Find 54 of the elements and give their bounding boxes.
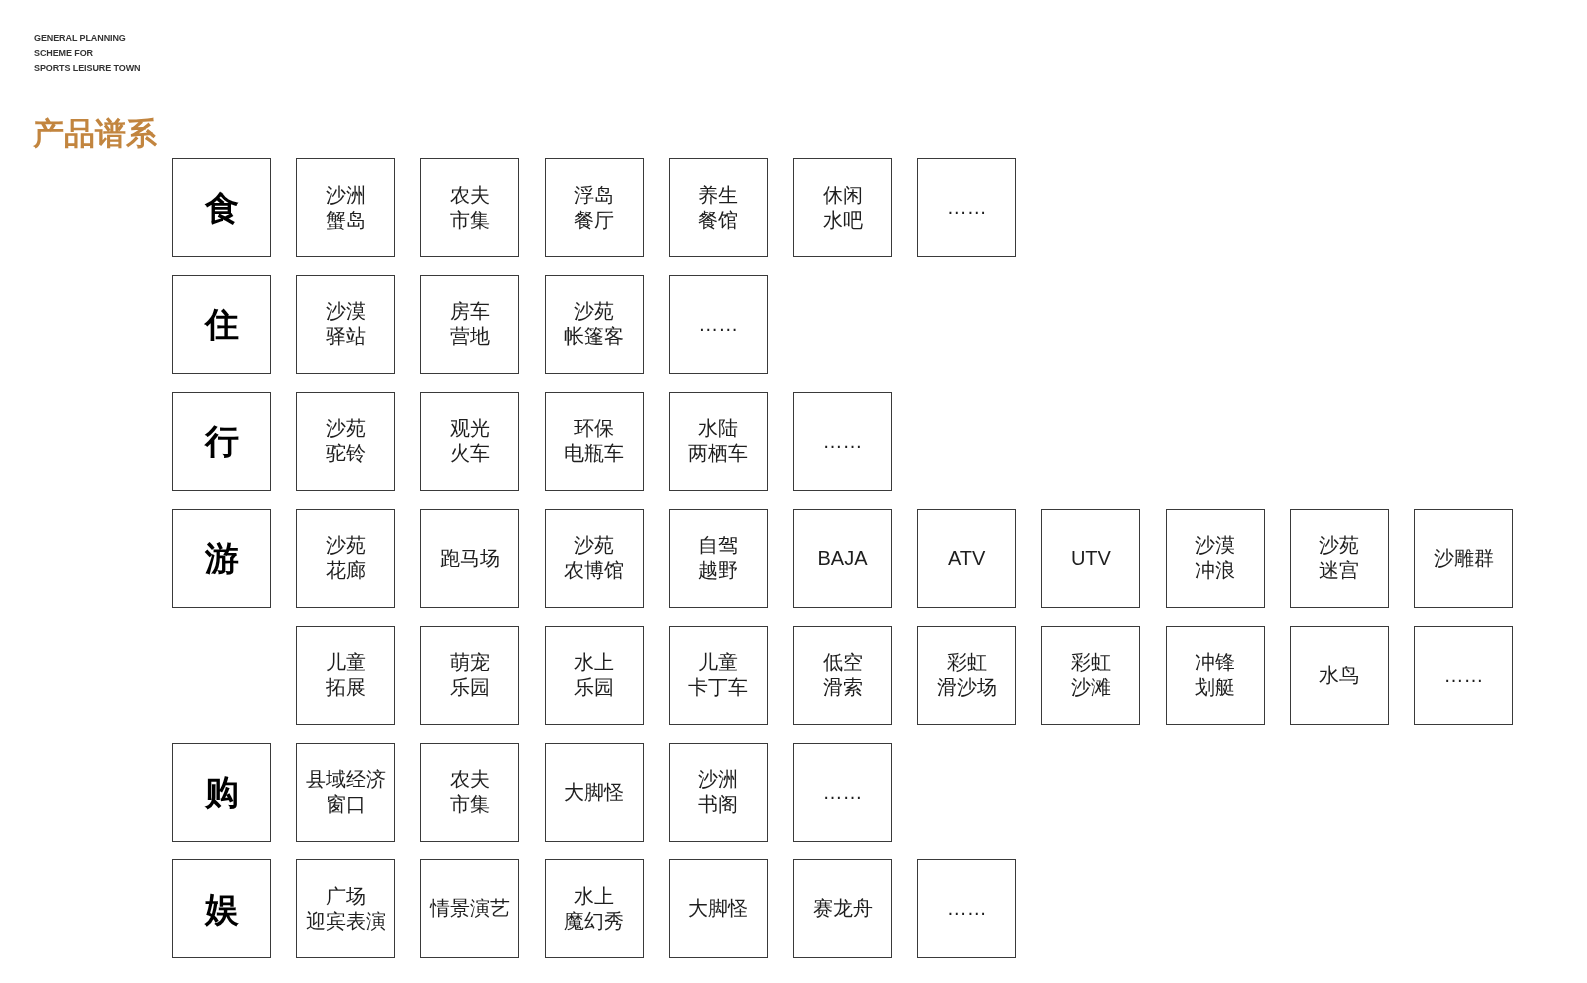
product-box: …… <box>793 742 892 842</box>
product-box: BAJA <box>793 508 892 608</box>
product-box: …… <box>793 391 892 491</box>
product-box: 大脚怪 <box>544 742 644 842</box>
product-box: 沙洲蟹岛 <box>296 158 396 257</box>
product-box: 儿童拓展 <box>296 625 396 725</box>
product-box: 自驾越野 <box>668 508 768 608</box>
category-box: 娱 <box>172 859 271 959</box>
page-title: 产品谱系 <box>33 115 157 153</box>
product-box: 浮岛餐厅 <box>544 158 644 257</box>
product-box: …… <box>1414 625 1513 725</box>
product-box: 沙苑迷宫 <box>1289 508 1389 608</box>
category-box: 游 <box>172 508 271 608</box>
product-box: 大脚怪 <box>668 859 768 959</box>
product-box: 房车营地 <box>420 274 520 374</box>
product-box: 广场迎宾表演 <box>296 859 396 959</box>
product-box: ATV <box>917 508 1017 608</box>
product-box: 沙漠驿站 <box>296 274 396 374</box>
product-box: 观光火车 <box>420 391 520 491</box>
product-box: 环保电瓶车 <box>544 391 644 491</box>
product-box: UTV <box>1041 508 1141 608</box>
product-box: 沙苑驼铃 <box>296 391 396 491</box>
product-box: 农夫市集 <box>420 742 520 842</box>
product-box: 沙雕群 <box>1414 508 1513 608</box>
product-box: 沙苑农博馆 <box>544 508 644 608</box>
product-box: …… <box>917 859 1017 959</box>
product-box: 赛龙舟 <box>793 859 892 959</box>
product-box: …… <box>917 158 1017 257</box>
category-box: 住 <box>172 274 271 374</box>
category-box: 食 <box>172 158 271 257</box>
product-box: 水陆两栖车 <box>668 391 768 491</box>
product-box: 跑马场 <box>420 508 520 608</box>
product-box: 萌宠乐园 <box>420 625 520 725</box>
product-box: 情景演艺 <box>420 859 520 959</box>
product-box: 彩虹沙滩 <box>1041 625 1141 725</box>
product-box: 沙苑花廊 <box>296 508 396 608</box>
product-box: 沙洲书阁 <box>668 742 768 842</box>
product-box: 水鸟 <box>1289 625 1389 725</box>
product-box: 县域经济窗口 <box>296 742 396 842</box>
product-box: 沙苑帐篷客 <box>544 274 644 374</box>
product-box: 休闲水吧 <box>793 158 892 257</box>
product-box: 冲锋划艇 <box>1165 625 1265 725</box>
product-box: 沙漠冲浪 <box>1165 508 1265 608</box>
product-box: 儿童卡丁车 <box>668 625 768 725</box>
product-box: 水上乐园 <box>544 625 644 725</box>
product-box: 水上魔幻秀 <box>544 859 644 959</box>
category-box: 行 <box>172 391 271 491</box>
product-box: 低空滑索 <box>793 625 892 725</box>
product-box: 农夫市集 <box>420 158 520 257</box>
product-box: 养生餐馆 <box>668 158 768 257</box>
subtitle-text: GENERAL PLANNING SCHEME FOR SPORTS LEISURE TOWN <box>34 32 141 76</box>
product-box: 彩虹滑沙场 <box>917 625 1017 725</box>
product-box: …… <box>668 274 768 374</box>
category-box: 购 <box>172 742 271 842</box>
